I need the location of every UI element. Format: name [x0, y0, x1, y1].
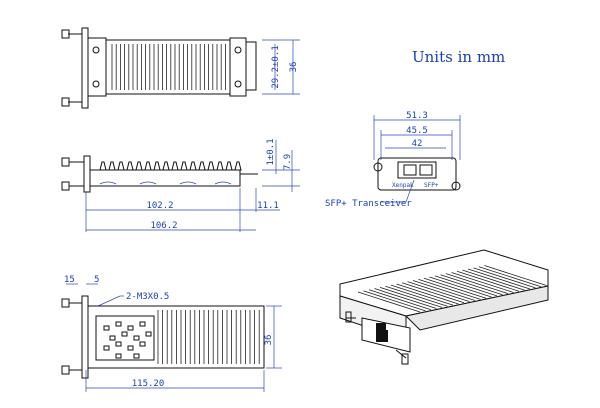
bottom-view: 15 5 2-M3X0.5 36 115.20: [61, 275, 282, 392]
isometric-fin-line: [379, 287, 443, 308]
isometric-fin-line: [445, 273, 509, 294]
front-dim-45: 45.5: [406, 126, 428, 136]
side-fin: [207, 161, 215, 171]
side-fin: [108, 161, 116, 171]
side-dim-1: 1±0.1: [266, 138, 276, 165]
front-view-faceplate: [377, 157, 457, 191]
vent-hole: [121, 331, 128, 337]
vent-hole: [103, 325, 110, 331]
isometric-fin-line: [423, 277, 487, 299]
front-dim-42: 42: [412, 139, 423, 149]
side-fin: [162, 161, 170, 171]
isometric-fin-line: [429, 276, 492, 298]
side-view-fins: [99, 161, 242, 171]
isometric-fin-line: [390, 284, 454, 306]
front-callout-sfp: SFP+ Transceiver: [325, 199, 412, 209]
isometric-view: [339, 249, 549, 365]
bottom-view-vent-holes: [103, 321, 152, 359]
vent-hole: [109, 335, 116, 341]
side-view-screws: [61, 157, 84, 191]
bottom-dim-115: 115.20: [132, 379, 165, 389]
vent-hole: [133, 353, 140, 359]
side-fin: [153, 161, 161, 171]
bottom-callout-m3: 2-M3X0.5: [126, 292, 169, 302]
top-view-fins: [111, 44, 226, 90]
isometric-fin-line: [456, 270, 520, 292]
side-dim-106: 106.2: [150, 221, 177, 231]
vent-hole: [115, 321, 122, 327]
vent-hole: [145, 331, 152, 337]
vent-hole: [103, 345, 110, 351]
top-dim-36: 36: [289, 62, 299, 73]
side-fin: [180, 161, 188, 171]
bottom-view-fins: [157, 310, 260, 364]
isometric-fin-line: [434, 275, 498, 297]
isometric-fin-line: [368, 289, 432, 311]
side-view: 1±0.1 7.9 102.2 11.1 106.2: [61, 138, 300, 232]
side-fin: [234, 161, 242, 171]
side-fin: [216, 161, 224, 171]
side-dim-11: 11.1: [257, 201, 279, 211]
isometric-fin-line: [385, 285, 448, 307]
bottom-dim-5: 5: [94, 275, 99, 285]
isometric-fin-line: [407, 281, 470, 303]
front-dim-51: 51.3: [406, 111, 428, 121]
side-fin: [144, 161, 152, 171]
side-fin: [117, 161, 125, 171]
side-view-body: [89, 169, 241, 187]
top-view-screws: [61, 29, 82, 107]
units-note: Units in mm: [412, 48, 505, 66]
vent-hole: [139, 341, 146, 347]
isometric-fins: [357, 265, 547, 313]
isometric-fin-line: [451, 272, 514, 293]
bottom-dim-15: 15: [64, 275, 75, 285]
front-right-screw: [451, 181, 461, 191]
isometric-fin-line: [374, 288, 437, 309]
isometric-fin-line: [440, 274, 503, 296]
top-dim-29: 29.2±0.1: [271, 45, 281, 88]
isometric-fin-line: [363, 290, 426, 312]
bottom-dim-36: 36: [264, 335, 274, 346]
isometric-port: [376, 330, 388, 342]
isometric-fin-line: [484, 265, 547, 286]
bottom-view-body: [87, 305, 265, 369]
isometric-fin-line: [467, 268, 531, 290]
bottom-view-vent-panel: [95, 315, 155, 361]
vent-hole: [133, 335, 140, 341]
side-dim-102: 102.2: [146, 201, 173, 211]
bottom-view-screws: [61, 298, 82, 375]
isometric-fin-line: [418, 278, 481, 300]
side-fin: [99, 161, 107, 171]
side-fin: [198, 161, 206, 171]
isometric-fin-line: [412, 280, 476, 301]
side-fin: [225, 161, 233, 171]
vent-hole: [139, 321, 146, 327]
front-label-xenpak: Xenpak: [392, 182, 414, 189]
side-fin: [135, 161, 143, 171]
side-dim-7-9: 7.9: [283, 154, 293, 170]
isometric-fin-line: [473, 267, 536, 289]
vent-hole: [127, 345, 134, 351]
side-fin: [189, 161, 197, 171]
vent-hole: [115, 353, 122, 359]
isometric-fin-line: [462, 269, 525, 291]
side-fin: [171, 161, 179, 171]
vent-hole: [115, 341, 122, 347]
isometric-fin-line: [357, 291, 421, 313]
vent-hole: [127, 325, 134, 331]
front-left-screw: [373, 162, 383, 172]
side-fin: [126, 161, 134, 171]
isometric-fin-line: [401, 282, 465, 304]
front-label-sfp: SFP+: [424, 182, 439, 189]
front-view: 51.3 45.5 42 Xenpak SFP+ SFP+ Transceive…: [325, 111, 461, 209]
isometric-fin-line: [478, 266, 542, 288]
isometric-fin-line: [396, 283, 459, 305]
top-view: 36 29.2±0.1: [61, 27, 300, 109]
